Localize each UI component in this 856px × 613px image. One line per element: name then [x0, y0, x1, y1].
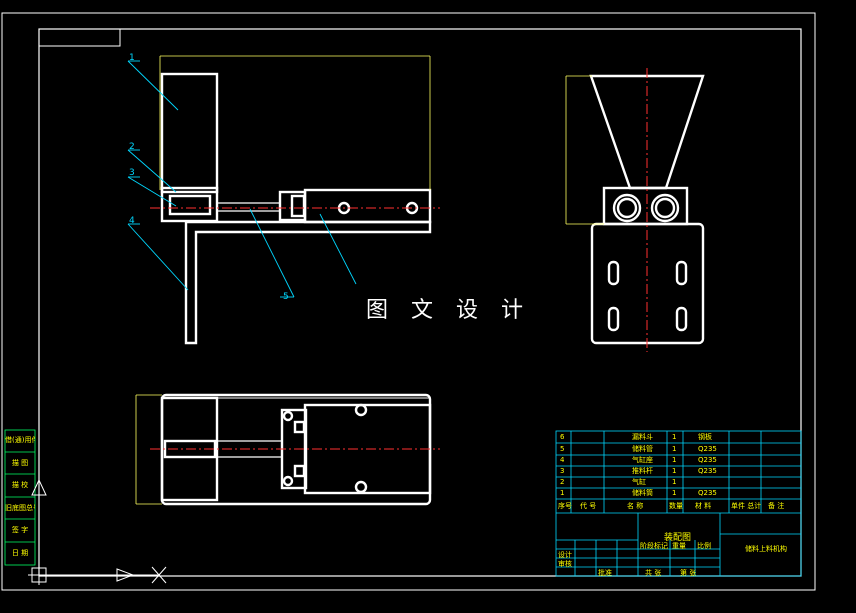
- bom-cell-qty: 1: [672, 467, 677, 475]
- tb-label-stage: 阶段标记: [640, 542, 668, 550]
- tb-label-weight: 重量: [672, 542, 686, 550]
- bom-header-name: 名 称: [627, 502, 644, 510]
- side-cell-5: 日 期: [11, 549, 29, 557]
- bom-cell-no: 6: [560, 433, 565, 441]
- bom-cell-qty: 1: [672, 433, 677, 441]
- side-cell-3: 旧底图总号: [5, 504, 35, 512]
- side-cell-0: 借(通)用件登记: [5, 436, 35, 444]
- bom-cell-no: 4: [560, 456, 565, 464]
- bom-table-lines: [555, 430, 802, 577]
- bom-header-code: 代 号: [580, 502, 597, 510]
- tb-label-total: 共 张: [645, 569, 662, 577]
- watermark: 图 文 设 计: [366, 298, 531, 323]
- balloon-2: 2: [129, 142, 135, 152]
- bom-cell-name: 气缸座: [632, 456, 653, 464]
- bom-header-note: 备 注: [768, 502, 785, 510]
- bom-cell-qty: 1: [672, 445, 677, 453]
- bom-cell-no: 3: [560, 467, 565, 475]
- bom-cell-name: 储料管: [632, 445, 653, 453]
- bom-cell-qty: 1: [672, 489, 677, 497]
- bom-cell-mat: Q235: [698, 489, 717, 497]
- tb-label-sheet: 第 张: [680, 569, 697, 577]
- bom-cell-mat: 钢板: [698, 433, 712, 441]
- bom-cell-mat: Q235: [698, 467, 717, 475]
- left-side-table: [4, 429, 36, 566]
- bom-header-mat: 材 料: [695, 502, 712, 510]
- bom-header-qty: 数量: [669, 502, 683, 510]
- balloon-1: 1: [129, 53, 135, 63]
- bottom-symbols: [28, 440, 167, 585]
- bom-cell-mat: Q235: [698, 456, 717, 464]
- bom-cell-no: 1: [560, 489, 565, 497]
- inner-frame: [38, 28, 802, 577]
- side-cell-4: 签 字: [11, 526, 29, 534]
- bom-cell-name: 漏料斗: [632, 433, 653, 441]
- bom-cell-no: 5: [560, 445, 565, 453]
- balloon-4: 4: [129, 216, 135, 226]
- bom-header-unit: 单件 总计: [731, 502, 762, 510]
- bom-cell-qty: 1: [672, 478, 677, 486]
- tb-label-approve: 批准: [598, 569, 612, 577]
- bom-cell-no: 2: [560, 478, 565, 486]
- outer-frame: [1, 12, 816, 591]
- side-dimension: [565, 75, 604, 225]
- leader-lines: [127, 60, 357, 298]
- bom-cell-name: 气缸: [632, 478, 646, 486]
- bom-cell-qty: 1: [672, 456, 677, 464]
- bom-cell-name: 推料杆: [632, 467, 653, 475]
- balloon-5: 5: [283, 292, 289, 302]
- company-name: 储料上料机构: [745, 545, 787, 553]
- balloon-3: 3: [129, 168, 135, 178]
- tb-label-scale: 比例: [697, 542, 711, 550]
- side-cell-1: 描 图: [11, 459, 29, 467]
- front-view: [160, 72, 432, 345]
- side-cell-2: 描 校: [11, 481, 29, 489]
- front-dimension: [159, 55, 431, 190]
- tb-label-design: 设计: [558, 551, 572, 559]
- bom-header-no: 序号: [558, 502, 572, 510]
- top-dimension: [135, 394, 162, 505]
- tb-label-review: 审核: [558, 560, 572, 568]
- corner-box: [38, 28, 121, 47]
- drawing-name: 装配图: [664, 533, 692, 543]
- bom-cell-mat: Q235: [698, 445, 717, 453]
- bom-cell-name: 储料筒: [632, 489, 653, 497]
